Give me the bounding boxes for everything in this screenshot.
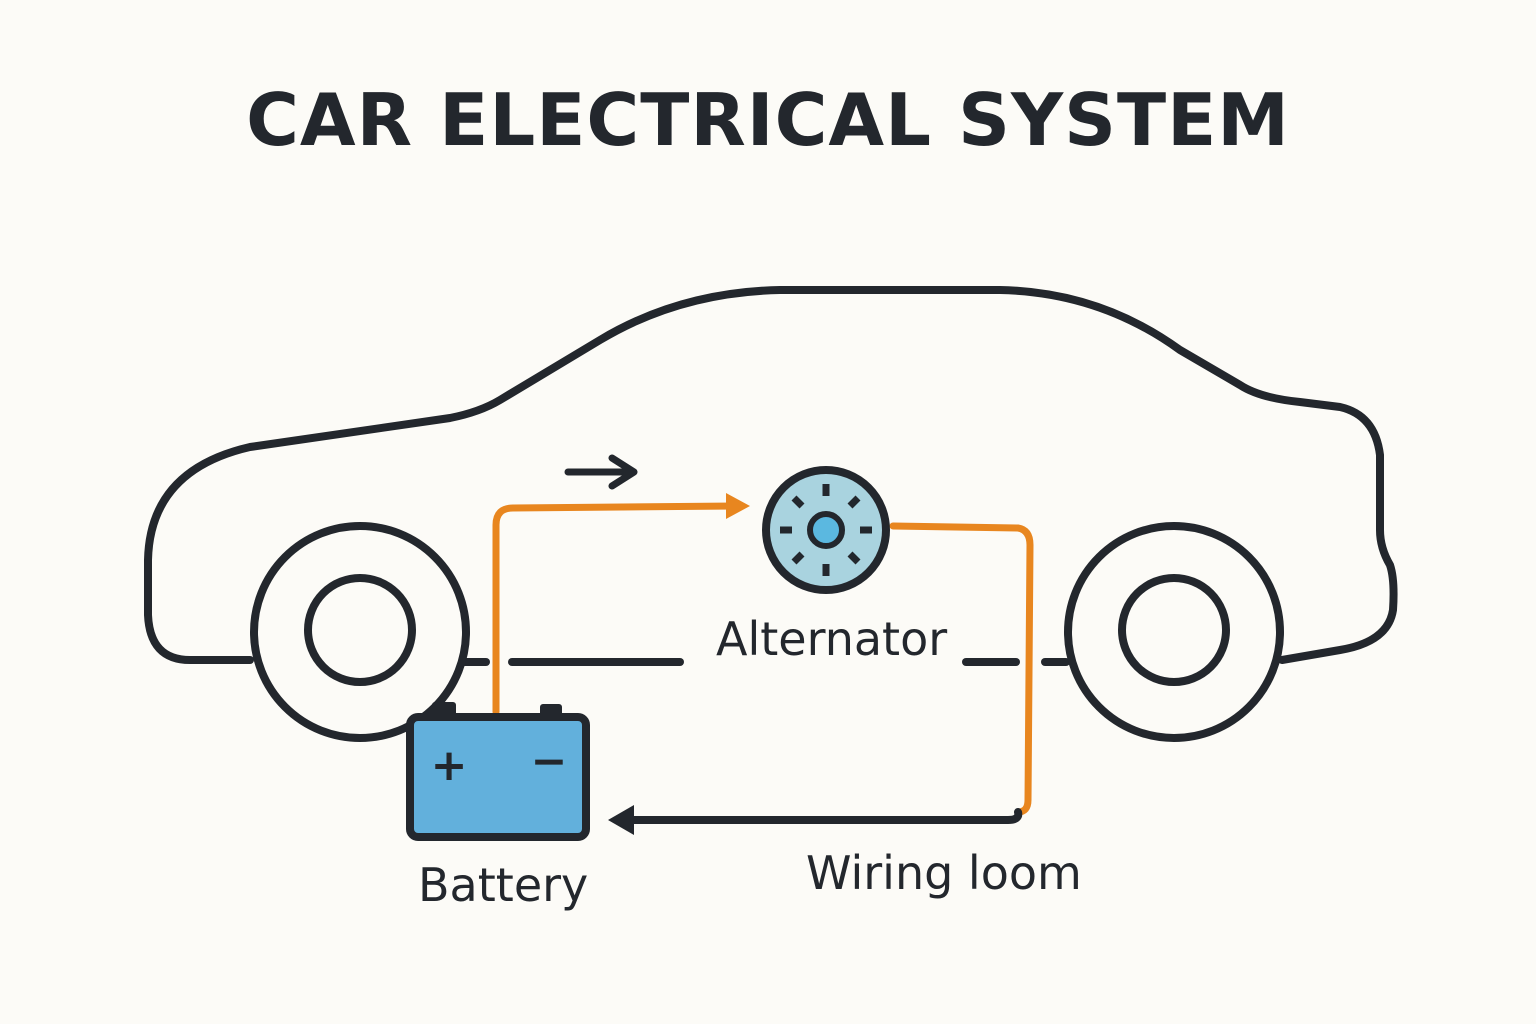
alternator-icon xyxy=(762,466,890,594)
front-wheel-tire xyxy=(250,522,470,742)
battery-negative-symbol: − xyxy=(531,736,568,787)
wire-battery-to-alternator xyxy=(492,502,739,716)
front-wheel-hub xyxy=(304,574,416,686)
alternator-center xyxy=(807,511,845,549)
direction-arrow-icon xyxy=(564,454,638,490)
alternator-label: Alternator xyxy=(716,612,948,666)
battery-positive-symbol: + xyxy=(431,740,468,791)
return-wire xyxy=(628,808,1023,824)
battery-icon: + − xyxy=(406,702,590,841)
battery-body xyxy=(406,713,590,841)
rear-wheel-tire xyxy=(1064,522,1284,742)
car-body-outline xyxy=(144,286,1398,664)
return-arrowhead-icon xyxy=(608,805,634,835)
alternator-slots xyxy=(780,484,872,576)
diagram-title: CAR ELECTRICAL SYSTEM xyxy=(246,78,1290,162)
wire-arrowhead-icon xyxy=(726,493,750,519)
battery-label: Battery xyxy=(418,858,589,912)
rear-wheel-hub xyxy=(1118,574,1230,686)
wire-alternator-to-loom xyxy=(889,522,1034,816)
wiring-loom-label: Wiring loom xyxy=(806,846,1082,900)
